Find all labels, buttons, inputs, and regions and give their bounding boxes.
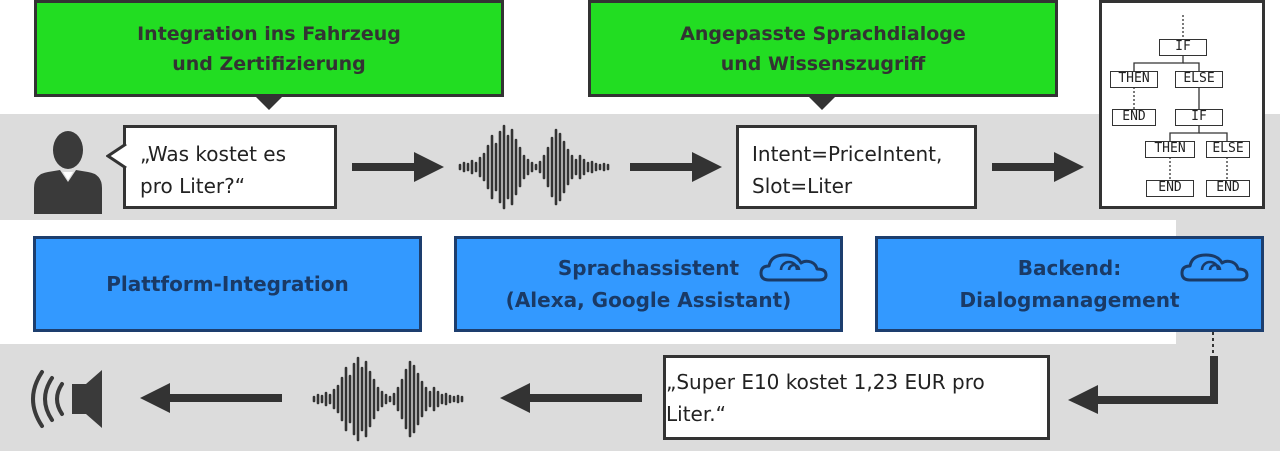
arrow-icon: [352, 152, 444, 182]
speaker-icon: [31, 370, 102, 428]
voice-assistant-box: Sprachassistent (Alexa, Google Assistant…: [454, 236, 843, 332]
person-icon: [34, 131, 102, 214]
platform-integration-box: Plattform-Integration: [33, 236, 422, 332]
arrow-icon: [630, 152, 722, 182]
integration-box: Integration ins Fahrzeug und Zertifizier…: [34, 0, 504, 97]
flow-else-2: ELSE: [1206, 141, 1250, 158]
flow-then-2: THEN: [1145, 141, 1195, 158]
flow-end-2: END: [1146, 180, 1194, 197]
backend-box: Backend: Dialogmanagement: [875, 236, 1264, 332]
flowchart-box: IF THEN ELSE END IF THEN ELSE END END: [1099, 0, 1265, 209]
cloud-icon: [1180, 253, 1249, 282]
dialogs-box: Angepasste Sprachdialoge und Wissenszugr…: [588, 0, 1058, 97]
cloud-icon: [759, 253, 828, 282]
speech-bubble-tail: [106, 143, 127, 169]
waveform-icon: [458, 124, 610, 210]
user-speech-bubble: „Was kostet es pro Liter?“: [123, 125, 337, 209]
arrow-icon: [992, 152, 1084, 182]
flow-else-1: ELSE: [1175, 71, 1223, 88]
flow-end-1: END: [1112, 109, 1156, 126]
arrow-icon: [500, 383, 642, 413]
flow-then-1: THEN: [1110, 71, 1158, 88]
response-box: „Super E10 kostet 1,23 EUR pro Liter.“: [663, 355, 1050, 440]
flowchart-connectors: [1133, 15, 1228, 180]
flow-connector-dots: [1212, 332, 1214, 358]
flow-if-1: IF: [1159, 39, 1207, 56]
backend-label: Backend: Dialogmanagement: [959, 256, 1180, 312]
intent-box: Intent=PriceIntent, Slot=Liter: [736, 125, 977, 209]
flow-end-3: END: [1206, 180, 1250, 197]
integration-pointer: [256, 97, 282, 110]
waveform-icon: [312, 356, 464, 442]
arrow-icon: [1068, 356, 1218, 414]
arrow-icon: [140, 383, 282, 413]
response-text: „Super E10 kostet 1,23 EUR pro Liter.“: [666, 369, 985, 426]
flow-if-2: IF: [1175, 109, 1223, 126]
voice-assistant-label: Sprachassistent (Alexa, Google Assistant…: [505, 256, 792, 312]
dialogs-pointer: [809, 97, 835, 110]
